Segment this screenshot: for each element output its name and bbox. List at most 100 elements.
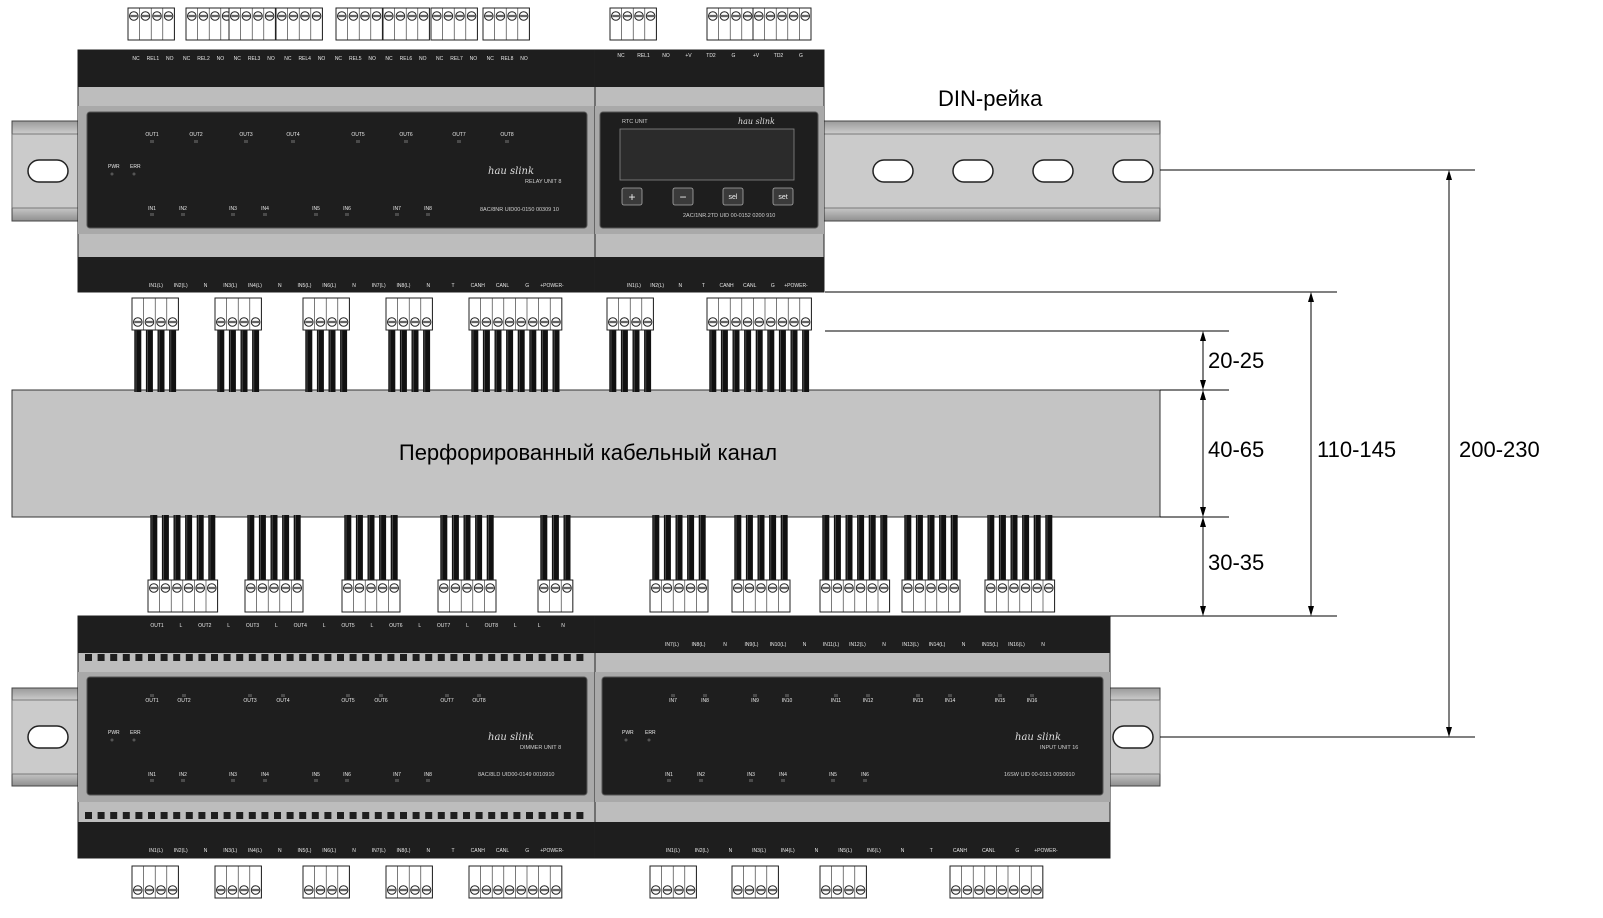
dimmer-pwr-label: PWR: [108, 730, 120, 736]
dimmer-bottom-terminal-label: N: [278, 848, 282, 854]
relay-top-terminal-label: REL3: [248, 56, 261, 62]
relay-top-terminal-label: NO: [267, 56, 275, 62]
relay-top-terminal-label: NC: [436, 56, 444, 62]
dimmer-bottom-terminal-label: IN5(L): [298, 848, 312, 854]
dimmer-bottom-terminal-label: IN1(L): [149, 848, 163, 854]
relay-top-terminal-label: NO: [318, 56, 326, 62]
rtc-top-terminal-label: NC: [617, 53, 625, 59]
dimension-arrows: [1200, 170, 1452, 737]
relay-top-terminal-2: [185, 7, 233, 41]
relay-led-dot: [150, 213, 154, 216]
dimmer-bottom-terminal-label: CANL: [496, 848, 510, 854]
rtc-button-set[interactable]: set: [772, 187, 794, 206]
dimmer-led-out2: OUT2: [177, 698, 191, 704]
rtc-bottom-terminal-label: G: [771, 283, 775, 289]
input-led-in4: IN4: [779, 772, 787, 778]
dimmer-top-terminal-label: OUT8: [485, 623, 499, 629]
relay-bottom-terminal-label: N: [426, 283, 430, 289]
input-led-dot: [785, 694, 789, 697]
top-bottom-terminal-5: [468, 297, 563, 331]
relay-top-terminal-7: [430, 7, 478, 41]
relay-led-dot: [345, 213, 349, 216]
rtc-button-sel[interactable]: sel: [722, 187, 744, 206]
dimmer-led-out6: OUT6: [374, 698, 388, 704]
relay-top-terminal-label: NC: [335, 56, 343, 62]
input-unit-module: hau slink INPUT UNIT 16 16SW UID 00-0151…: [594, 615, 1111, 859]
bottom-bottom-terminal-7: [731, 865, 779, 899]
rtc-top-terminal-2: [706, 7, 754, 41]
relay-top-terminal-8: [482, 7, 530, 41]
dimmer-unit-name: DIMMER UNIT 8: [520, 745, 561, 751]
dimmer-bottom-terminal-label: IN3(L): [223, 848, 237, 854]
dimmer-bottom-terminal-label: T: [451, 848, 454, 854]
top-bottom-terminal-1: [131, 297, 179, 331]
top-bottom-terminal-7: [706, 297, 812, 331]
relay-led-out2: OUT2: [189, 132, 203, 138]
bottom-top-terminal-8: [819, 579, 891, 613]
input-led-in15: IN15: [995, 698, 1006, 704]
rtc-button-minus[interactable]: −: [672, 187, 694, 206]
relay-led-dot: [356, 140, 360, 143]
relay-top-terminal-6: [382, 7, 430, 41]
bottom-wire-bundle-10: [987, 515, 1053, 582]
rtc-top-terminal-label: +V: [753, 53, 760, 59]
input-led-in13: IN13: [913, 698, 924, 704]
relay-top-terminal-label: REL7: [450, 56, 463, 62]
bottom-top-terminal-4: [437, 579, 497, 613]
input-top-terminal-label: IN10(L): [770, 642, 787, 648]
bottom-bottom-terminal-5: [468, 865, 563, 899]
relay-bottom-terminal-label: N: [352, 283, 356, 289]
relay-bottom-terminal-label: IN7(L): [372, 283, 386, 289]
relay-led-in7: IN7: [393, 206, 401, 212]
top-wire-bundle-1: [134, 328, 177, 392]
relay-led-dot: [457, 140, 461, 143]
dimmer-top-terminal-label: OUT6: [389, 623, 403, 629]
rtc-top-terminal-label: G: [732, 53, 736, 59]
bottom-bottom-terminal-2: [214, 865, 262, 899]
rtc-bottom-terminal-label: T: [702, 283, 705, 289]
input-bottom-terminal-label: N: [815, 848, 819, 854]
input-led-in1: IN1: [665, 772, 673, 778]
input-led-dot: [749, 779, 753, 782]
dimmer-led-dot: [150, 779, 154, 782]
relay-led-in5: IN5: [312, 206, 320, 212]
svg-text:+: +: [628, 190, 635, 204]
relay-led-dot: [181, 213, 185, 216]
relay-led-in2: IN2: [179, 206, 187, 212]
input-bottom-terminal-label: CANH: [953, 848, 968, 854]
input-bottom-terminal-label: IN4(L): [781, 848, 795, 854]
input-bottom-terminal-label: IN6(L): [867, 848, 881, 854]
dimmer-err-label: ERR: [130, 730, 141, 736]
relay-pwr-label: PWR: [108, 164, 120, 170]
input-led-in14: IN14: [945, 698, 956, 704]
relay-bottom-terminal-label: IN5(L): [298, 283, 312, 289]
input-led-dot: [916, 694, 920, 697]
relay-bottom-terminal-label: CANL: [496, 283, 510, 289]
bottom-wire-bundle-7: [734, 515, 788, 582]
dimmer-led-dot: [150, 694, 154, 697]
relay-led-in3: IN3: [229, 206, 237, 212]
relay-top-terminal-label: NC: [487, 56, 495, 62]
input-bottom-terminal-label: IN2(L): [695, 848, 709, 854]
top-wire-bundle-3: [305, 328, 348, 392]
relay-top-terminal-label: NO: [470, 56, 478, 62]
relay-top-terminal-label: NO: [368, 56, 376, 62]
input-bottom-terminal-label: CANL: [982, 848, 996, 854]
bottom-top-terminal-2: [244, 579, 304, 613]
dimmer-bottom-terminal-label: IN7(L): [372, 848, 386, 854]
dimmer-top-terminal-label: OUT5: [341, 623, 355, 629]
relay-bottom-terminal-label: N: [204, 283, 208, 289]
relay-led-out3: OUT3: [239, 132, 253, 138]
relay-top-terminal-label: REL6: [400, 56, 413, 62]
input-bottom-terminal-label: IN5(L): [838, 848, 852, 854]
dimmer-led-out5: OUT5: [341, 698, 355, 704]
rtc-button-plus[interactable]: +: [621, 187, 643, 206]
dimmer-led-out7: OUT7: [440, 698, 454, 704]
input-led-dot: [863, 779, 867, 782]
input-led-dot: [667, 779, 671, 782]
rtc-top-terminal-3: [752, 7, 812, 41]
input-top-terminal-label: N: [803, 642, 807, 648]
dimmer-bottom-terminal-label: IN6(L): [322, 848, 336, 854]
relay-top-terminal-label: REL1: [147, 56, 160, 62]
dimmer-led-dot: [281, 694, 285, 697]
